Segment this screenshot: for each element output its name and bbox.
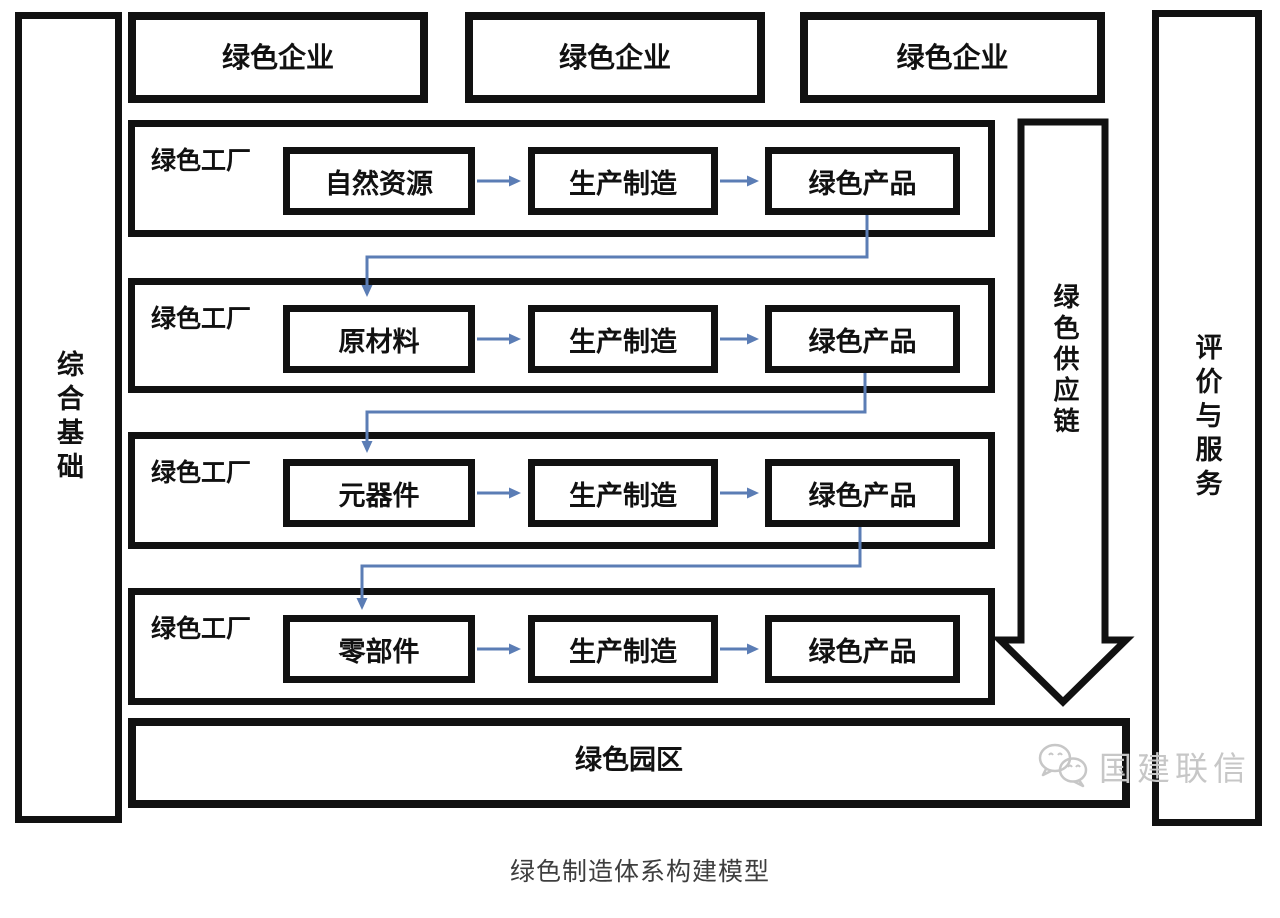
diagram-caption: 绿色制造体系构建模型 xyxy=(509,858,770,886)
green-enterprise-box-3: 绿色企业 xyxy=(800,12,1105,103)
wechat-logo-watermark xyxy=(1038,743,1088,788)
supply-chain-label: 绿色供应链 xyxy=(1050,283,1080,438)
watermark-text: 国建联信 xyxy=(1099,750,1251,787)
evaluation-service-label: 评价与服务 xyxy=(1191,333,1222,503)
comprehensive-foundation-bar: 综合基础 xyxy=(15,12,122,823)
green-factory-row-4: 绿色工厂 零部件 生产制造 绿色产品 xyxy=(128,588,995,705)
green-product-box-4: 绿色产品 xyxy=(765,615,960,683)
production-box-1: 生产制造 xyxy=(528,147,718,215)
green-enterprise-box-1: 绿色企业 xyxy=(128,12,428,103)
production-box-3: 生产制造 xyxy=(528,459,718,527)
parts-box: 零部件 xyxy=(283,615,475,683)
green-factory-row-3: 绿色工厂 元器件 生产制造 绿色产品 xyxy=(128,432,995,549)
comprehensive-foundation-label: 综合基础 xyxy=(53,349,83,486)
production-box-2: 生产制造 xyxy=(528,305,718,373)
production-box-4: 生产制造 xyxy=(528,615,718,683)
green-factory-label-3: 绿色工厂 xyxy=(151,459,252,487)
green-park-box: 绿色园区 xyxy=(128,718,1130,808)
natural-resources-box: 自然资源 xyxy=(283,147,475,215)
green-factory-label-2: 绿色工厂 xyxy=(151,305,252,333)
watermark: 国建联信 xyxy=(1035,742,1251,790)
green-enterprise-box-2: 绿色企业 xyxy=(465,12,765,103)
green-product-box-1: 绿色产品 xyxy=(765,147,960,215)
green-factory-label-1: 绿色工厂 xyxy=(151,147,252,175)
green-factory-label-4: 绿色工厂 xyxy=(151,615,252,643)
evaluation-service-bar: 评价与服务 xyxy=(1152,10,1262,826)
green-factory-row-1: 绿色工厂 自然资源 生产制造 绿色产品 xyxy=(128,120,995,237)
components-box: 元器件 xyxy=(283,459,475,527)
raw-materials-box: 原材料 xyxy=(283,305,475,373)
green-product-box-2: 绿色产品 xyxy=(765,305,960,373)
green-factory-row-2: 绿色工厂 原材料 生产制造 绿色产品 xyxy=(128,278,995,393)
green-product-box-3: 绿色产品 xyxy=(765,459,960,527)
